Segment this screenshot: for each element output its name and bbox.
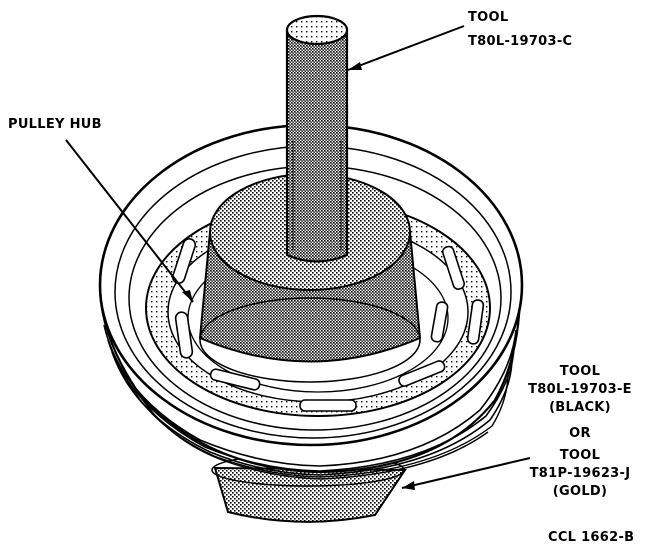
leader-tool-bottom — [401, 457, 531, 489]
label-or: OR — [569, 426, 591, 441]
leader-lines — [65, 25, 531, 490]
leader-pulley-hub — [65, 139, 194, 303]
pulley-slots — [171, 238, 485, 412]
label-tool-right-line4: TOOL — [559, 448, 601, 463]
label-tool-top-part-number: T80L-19703-C — [468, 34, 573, 49]
label-tool-right-color-black: (BLACK) — [549, 400, 611, 415]
label-tool-right-line1: TOOL — [559, 364, 601, 379]
label-pulley-hub: PULLEY HUB — [8, 117, 102, 132]
figure-code: CCL 1662-B — [548, 530, 635, 545]
label-tool-right-part-number-2: T81P-19623-J — [529, 466, 631, 481]
label-tool-right-part-number-1: T80L-19703-E — [528, 382, 632, 397]
leader-tool-top — [347, 25, 465, 71]
bottom-tool-cup — [211, 453, 407, 523]
top-tool-shaft — [285, 14, 349, 263]
label-tool-right-color-gold: (GOLD) — [552, 484, 608, 499]
label-tool-top-line1: TOOL — [468, 10, 509, 25]
